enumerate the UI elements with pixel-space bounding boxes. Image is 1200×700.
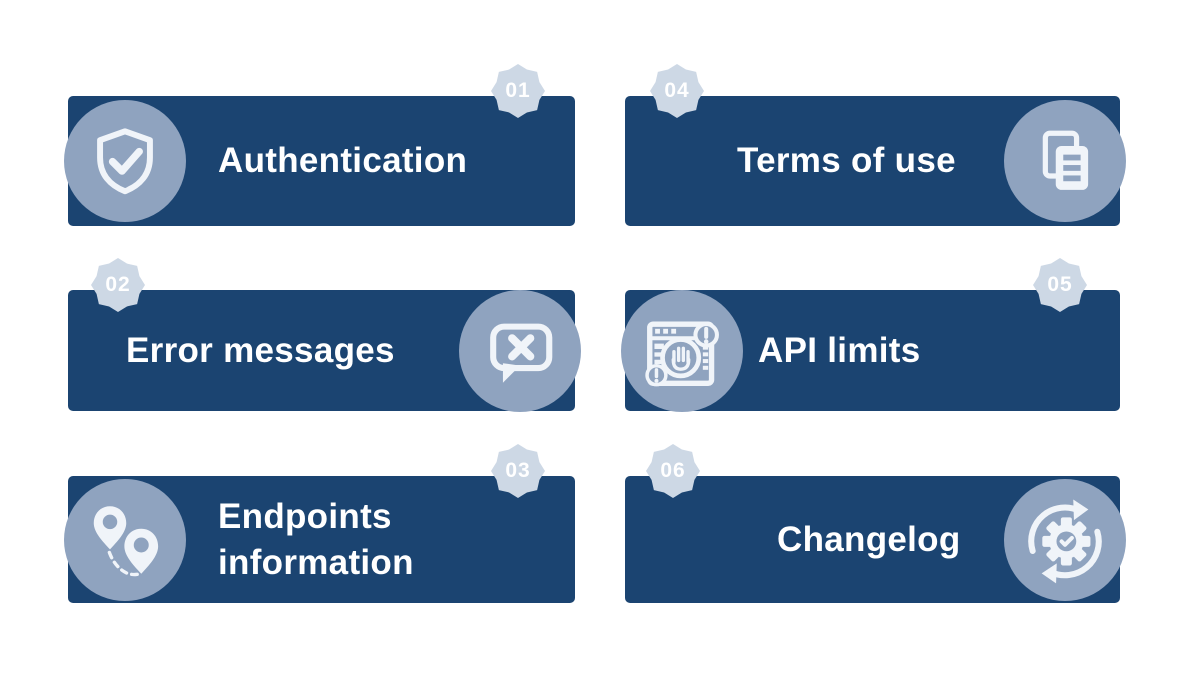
icon-circle bbox=[621, 289, 743, 412]
card-title: Authentication bbox=[218, 141, 468, 181]
card-error-messages: 02 Error messages bbox=[68, 258, 581, 412]
card-terms-of-use: 04 Terms of use bbox=[625, 64, 1126, 226]
card-endpoints-information: 03 Endpoints information bbox=[64, 444, 575, 603]
card-title: Terms of use bbox=[737, 141, 956, 181]
card-title: Endpoints information bbox=[218, 497, 414, 582]
documents-icon bbox=[1042, 130, 1089, 190]
map-pins-route-icon bbox=[93, 505, 159, 576]
icon-circle bbox=[459, 289, 581, 412]
stop-hand-browser-icon bbox=[645, 320, 719, 386]
icon-circle bbox=[1004, 478, 1126, 601]
shield-check-icon bbox=[97, 128, 153, 195]
number-badge: 05 bbox=[1033, 258, 1087, 312]
card-title: API limits bbox=[758, 330, 921, 370]
number-badge: 02 bbox=[91, 258, 145, 312]
card-api-limits: 05 API limits bbox=[621, 258, 1120, 412]
icon-circle bbox=[64, 478, 186, 601]
card-title: Error messages bbox=[126, 330, 395, 370]
number-badge: 01 bbox=[491, 64, 545, 118]
number-badge: 06 bbox=[646, 444, 700, 498]
number-badge: 03 bbox=[491, 444, 545, 498]
icon-circle bbox=[64, 100, 186, 222]
error-speech-bubble-icon bbox=[490, 323, 553, 383]
number-badge: 04 bbox=[650, 64, 704, 118]
card-title: Changelog bbox=[777, 519, 961, 559]
gear-sync-icon bbox=[1028, 498, 1102, 583]
icon-circle bbox=[1004, 100, 1126, 222]
card-authentication: 01 Authentication bbox=[64, 64, 575, 226]
card-changelog: 06 Changelog bbox=[625, 444, 1126, 603]
